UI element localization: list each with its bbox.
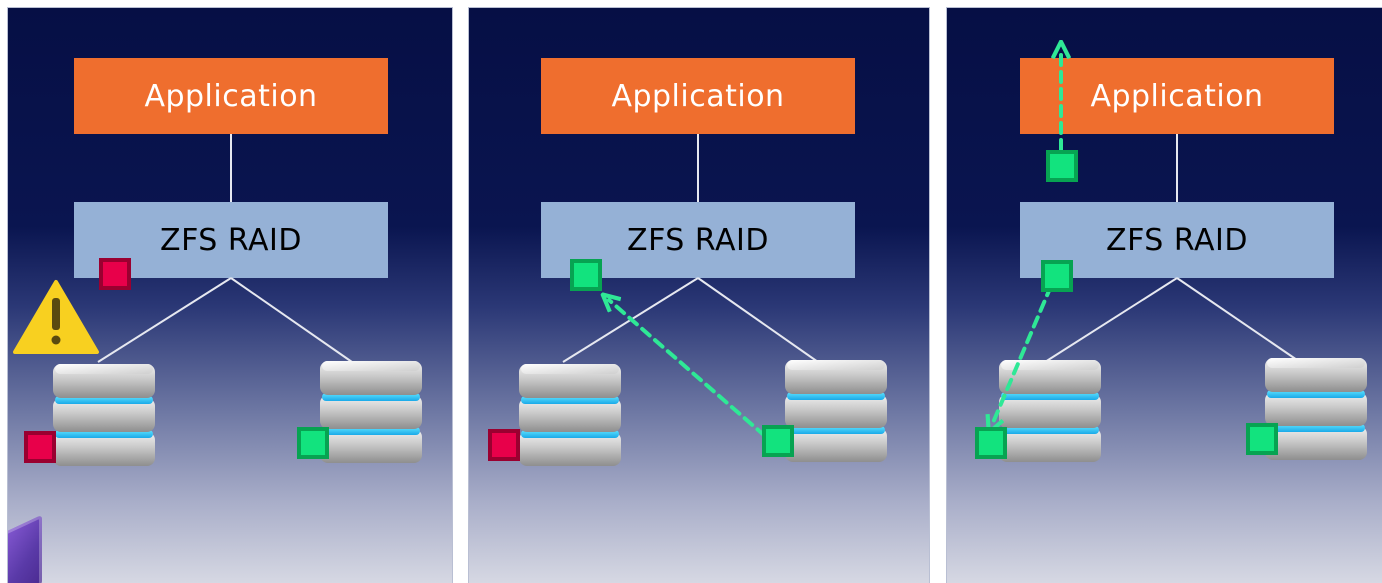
raid-block-corrupt	[99, 258, 131, 290]
corrupt-blocks	[24, 258, 520, 463]
panel-read-from-mirror: Application ZFS RAID	[469, 8, 929, 583]
connector-lines	[97, 134, 1301, 363]
disk-block-ok	[297, 427, 329, 459]
ok-blocks	[297, 150, 1278, 459]
disk-block-corrupt	[24, 431, 56, 463]
disk-right	[1265, 358, 1367, 460]
disk-right	[785, 360, 887, 462]
application-box: Application	[541, 58, 855, 134]
application-box: Application	[1020, 58, 1334, 134]
panel-self-heal: Application ZFS RAID	[947, 8, 1382, 583]
raid-block-ok	[1041, 260, 1073, 292]
disk-block-ok	[1246, 423, 1278, 455]
panel-corruption-detected: Application ZFS RAID	[8, 8, 452, 583]
self-heal-write-arrow	[992, 284, 1053, 425]
disk-block-healed	[975, 427, 1007, 459]
raid-block-ok	[570, 259, 602, 291]
application-box: Application	[74, 58, 388, 134]
disk-block-corrupt	[488, 429, 520, 461]
warning-icon	[13, 280, 99, 354]
application-block-ok	[1046, 150, 1078, 182]
disk-block-ok	[762, 425, 794, 457]
repair-read-arrow	[609, 300, 767, 438]
disk-left	[53, 364, 155, 466]
disk-right	[320, 361, 422, 463]
disk-left	[519, 364, 621, 466]
